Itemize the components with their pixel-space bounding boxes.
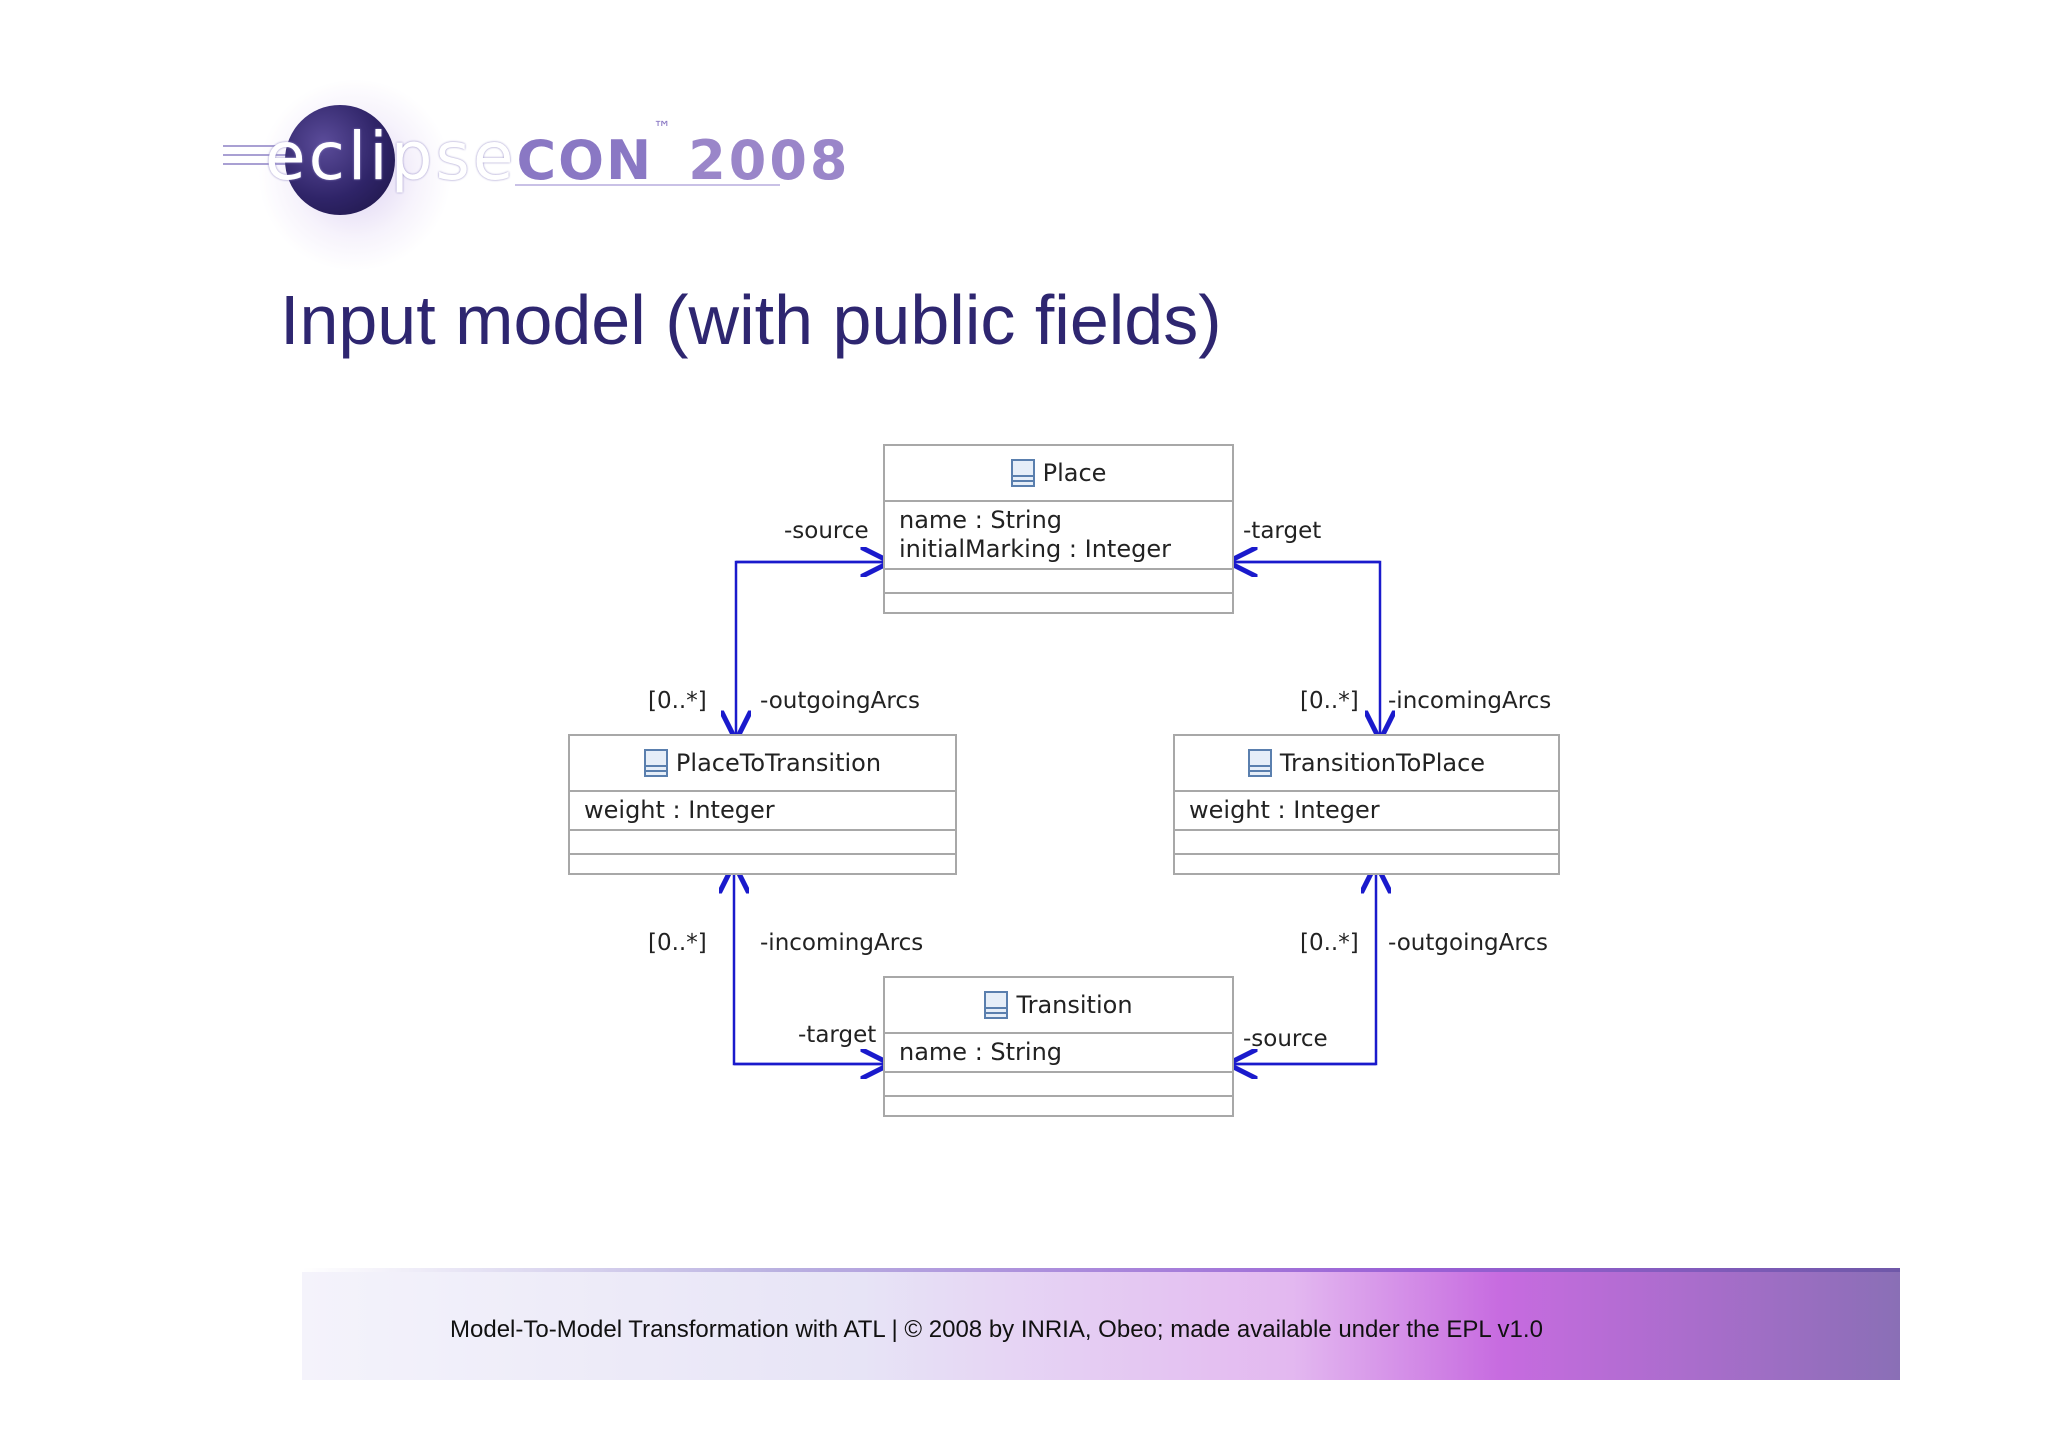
- role-label-transition-source: -source: [1243, 1026, 1328, 1052]
- class-transition-to-place[interactable]: TransitionToPlace weight : Integer: [1173, 734, 1560, 875]
- class-ttp-header: TransitionToPlace: [1175, 736, 1558, 792]
- class-place-name: Place: [1042, 459, 1107, 487]
- role-label-place-source: -source: [784, 518, 869, 544]
- class-transition-name: Transition: [1016, 991, 1133, 1019]
- class-place-attributes: name : String initialMarking : Integer: [885, 502, 1232, 570]
- eclipsecon-logo: eclipseCON™2008: [215, 70, 847, 270]
- multiplicity-ptt-top: [0..*]: [648, 688, 707, 714]
- class-place[interactable]: Place name : String initialMarking : Int…: [883, 444, 1234, 614]
- attribute: name : String: [899, 506, 1063, 534]
- class-transition-header: Transition: [885, 978, 1232, 1034]
- role-label-ptt-outgoing: -outgoingArcs: [760, 688, 920, 714]
- logo-wordmark: eclipseCON™2008: [265, 118, 851, 195]
- class-ptt-header: PlaceToTransition: [570, 736, 955, 792]
- class-icon: [984, 991, 1009, 1019]
- class-transition-operations: [885, 1073, 1232, 1097]
- class-ttp-attributes: weight : Integer: [1175, 792, 1558, 831]
- class-icon: [1010, 459, 1035, 487]
- role-label-place-target: -target: [1243, 518, 1322, 544]
- logo-underline: [515, 184, 780, 186]
- class-place-header: Place: [885, 446, 1232, 502]
- multiplicity-ttp-bottom: [0..*]: [1300, 930, 1359, 956]
- multiplicity-ttp-top: [0..*]: [1300, 688, 1359, 714]
- footer-rule: [302, 1268, 1900, 1272]
- footer-text: Model-To-Model Transformation with ATL |…: [450, 1316, 1543, 1343]
- multiplicity-ptt-bottom: [0..*]: [648, 930, 707, 956]
- class-ptt-operations: [570, 831, 955, 855]
- attribute: weight : Integer: [1189, 796, 1380, 824]
- class-place-operations: [885, 570, 1232, 594]
- class-ptt-attributes: weight : Integer: [570, 792, 955, 831]
- class-icon: [643, 749, 668, 777]
- role-label-ttp-incoming: -incomingArcs: [1388, 688, 1552, 714]
- footer-band: [302, 1270, 1900, 1380]
- class-ttp-operations: [1175, 831, 1558, 855]
- attribute: name : String: [899, 1038, 1063, 1066]
- role-label-ttp-outgoing: -outgoingArcs: [1388, 930, 1548, 956]
- role-label-ptt-incoming: -incomingArcs: [760, 930, 924, 956]
- slide-title: Input model (with public fields): [280, 281, 1222, 359]
- class-transition[interactable]: Transition name : String: [883, 976, 1234, 1117]
- class-transition-attributes: name : String: [885, 1034, 1232, 1073]
- attribute: weight : Integer: [584, 796, 775, 824]
- attribute: initialMarking : Integer: [899, 535, 1171, 563]
- class-ptt-name: PlaceToTransition: [675, 749, 882, 777]
- logo-speed-lines: [223, 145, 313, 175]
- class-place-to-transition[interactable]: PlaceToTransition weight : Integer: [568, 734, 957, 875]
- class-ttp-name: TransitionToPlace: [1279, 749, 1486, 777]
- role-label-transition-target: -target: [798, 1022, 877, 1048]
- logo-orb: [285, 105, 395, 215]
- class-icon: [1247, 749, 1272, 777]
